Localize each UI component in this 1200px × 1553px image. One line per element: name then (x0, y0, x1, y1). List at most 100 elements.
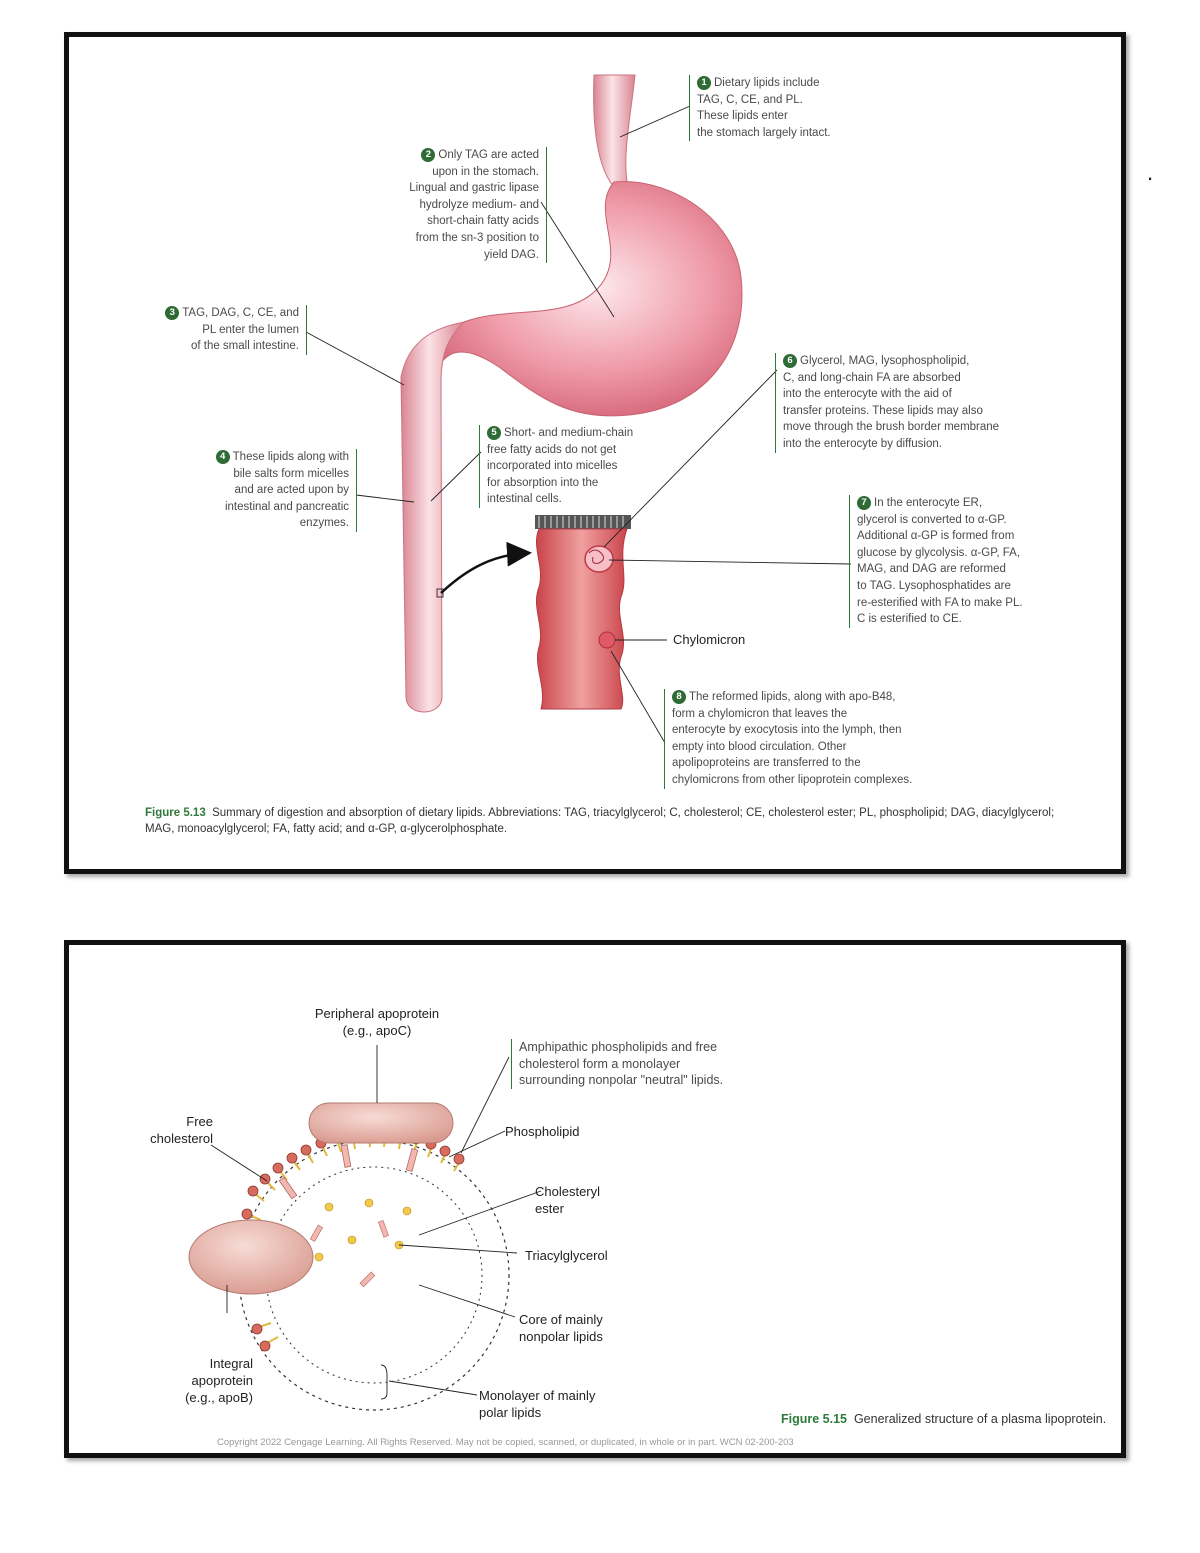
callout-text: into the enterocyte with the aid of (783, 388, 952, 401)
callout-text: transfer proteins. These lipids may also (783, 404, 983, 417)
callout-text: Only TAG are acted (438, 149, 539, 161)
caption-text: Generalized structure of a plasma lipopr… (853, 1412, 1107, 1426)
figure-number: Figure 5.15 (781, 1412, 847, 1426)
label-line: cholesterol (150, 1131, 213, 1146)
callout-text: Glycerol, MAG, lysophospholipid, (800, 355, 970, 367)
label-line: Amphipathic phospholipids and free (519, 1040, 718, 1054)
caption-text: MAG, monoacylglycerol; FA, fatty acid; a… (145, 823, 508, 835)
magnify-arrow (440, 541, 532, 594)
triacylglycerol-label: Triacylglycerol (525, 1247, 608, 1264)
callout-text: chylomicrons from other lipoprotein comp… (672, 773, 913, 786)
callout-text: intestinal and pancreatic (224, 500, 349, 513)
callout-text: empty into blood circulation. Other (672, 740, 847, 753)
label-line: Integral (209, 1356, 253, 1371)
label-line: apoprotein (191, 1373, 253, 1388)
stray-mark: . (1147, 160, 1154, 185)
callout-text: TAG, C, CE, and PL. (697, 93, 803, 106)
phospholipid-label: Phospholipid (505, 1123, 579, 1140)
step-number-badge: 6 (783, 353, 797, 368)
callout-text: MAG, and DAG are reformed (857, 563, 1006, 576)
enterocyte (535, 528, 628, 710)
callout-text: Lingual and gastric lipase (409, 182, 539, 195)
particle-core-boundary (238, 1139, 510, 1411)
esophagus (593, 74, 636, 199)
label-line: Phospholipid (505, 1124, 580, 1139)
step-number-badge: 4 (215, 449, 230, 464)
peripheral-apoprotein-label: Peripheral apoprotein (e.g., apoC) (297, 1005, 457, 1039)
step-number-badge: 1 (697, 75, 711, 90)
monolayer-label: Monolayer of mainly polar lipids (479, 1387, 595, 1421)
callout-text: to TAG. Lysophosphatides are (857, 579, 1011, 592)
callout-text: intestinal cells. (487, 493, 562, 506)
callout-text: apolipoproteins are transferred to the (672, 757, 861, 770)
callout-text: for absorption into the (487, 476, 599, 489)
label-line: ester (535, 1201, 564, 1216)
callout-text: of the small intestine. (190, 340, 299, 353)
chylomicron-label: Chylomicron (673, 632, 746, 647)
copyright-notice: Copyright 2022 Cengage Learning. All Rig… (217, 1437, 794, 1448)
callout-text: from the sn-3 position to (415, 231, 539, 244)
caption-text: Summary of digestion and absorption of d… (212, 807, 1055, 819)
amphipathic-callout: Amphipathic phospholipids and free chole… (511, 1039, 779, 1089)
callout-text: These lipids enter (697, 110, 788, 123)
callout-text: PL enter the lumen (202, 323, 299, 336)
free-cholesterol-label: Free cholesterol (131, 1113, 213, 1147)
label-line: (e.g., apoB) (185, 1390, 253, 1405)
chylomicron-particle (598, 631, 616, 649)
small-intestine (400, 321, 466, 713)
label-line: polar lipids (479, 1405, 542, 1420)
callout-text: re-esterified with FA to make PL. (857, 596, 1023, 609)
callout-text: and are acted upon by (234, 484, 349, 497)
label-line: Core of mainly (519, 1312, 603, 1327)
callout-text: enzymes. (299, 517, 349, 530)
stomach (418, 181, 743, 417)
sample-box (436, 588, 444, 598)
callout-text: move through the brush border membrane (783, 421, 1000, 434)
callout-text: The reformed lipids, along with apo-B48, (689, 691, 896, 703)
figure-number: Figure 5.13 (145, 807, 206, 819)
step-number-badge: 2 (421, 147, 436, 162)
step-number-badge: 5 (487, 425, 501, 440)
callout-text: form a chylomicron that leaves the (672, 707, 848, 720)
label-line: Free (186, 1114, 213, 1129)
integral-apoprotein (188, 1219, 314, 1295)
label-line: surrounding nonpolar "neutral" lipids. (519, 1073, 724, 1088)
cholesteryl-ester-label: Cholesteryl ester (535, 1183, 600, 1217)
label-line: cholesterol form a monolayer (519, 1056, 681, 1071)
callout-text: Additional α-GP is formed from (857, 530, 1015, 543)
integral-apoprotein-label: Integral apoprotein (e.g., apoB) (165, 1355, 253, 1406)
callout-text: In the enterocyte ER, (874, 497, 983, 509)
callout-text: hydrolyze medium- and (419, 198, 539, 211)
label-line: Triacylglycerol (525, 1248, 608, 1263)
figure-lipoprotein-panel: Peripheral apoprotein (e.g., apoC) Amphi… (64, 940, 1126, 1458)
callout-text: These lipids along with (232, 451, 349, 463)
callout-text: Dietary lipids include (714, 77, 820, 89)
label-line: Cholesteryl (535, 1184, 601, 1199)
lipoprotein-illustration (188, 1045, 542, 1411)
callout-text: C is esterified to CE. (857, 613, 962, 626)
callout-text: into the enterocyte by diffusion. (783, 437, 942, 450)
callout-text: C, and long-chain FA are absorbed (783, 371, 961, 384)
callout-text: enterocyte by exocytosis into the lymph,… (672, 724, 902, 737)
callout-text: incorporated into micelles (487, 460, 618, 473)
label-line: Peripheral apoprotein (314, 1006, 440, 1021)
label-line: (e.g., apoC) (342, 1023, 412, 1038)
callout-text: glucose by glycolysis. α-GP, FA, (857, 546, 1021, 559)
callout-text: the stomach largely intact. (697, 126, 831, 139)
callout-text: free fatty acids do not get (487, 443, 617, 456)
callout-text: upon in the stomach. (432, 165, 539, 178)
step-number-badge: 8 (672, 689, 686, 704)
callout-text: yield DAG. (484, 248, 539, 261)
label-line: nonpolar lipids (519, 1329, 603, 1344)
callout-text: short-chain fatty acids (427, 215, 539, 228)
particle-inner-boundary (265, 1166, 483, 1384)
